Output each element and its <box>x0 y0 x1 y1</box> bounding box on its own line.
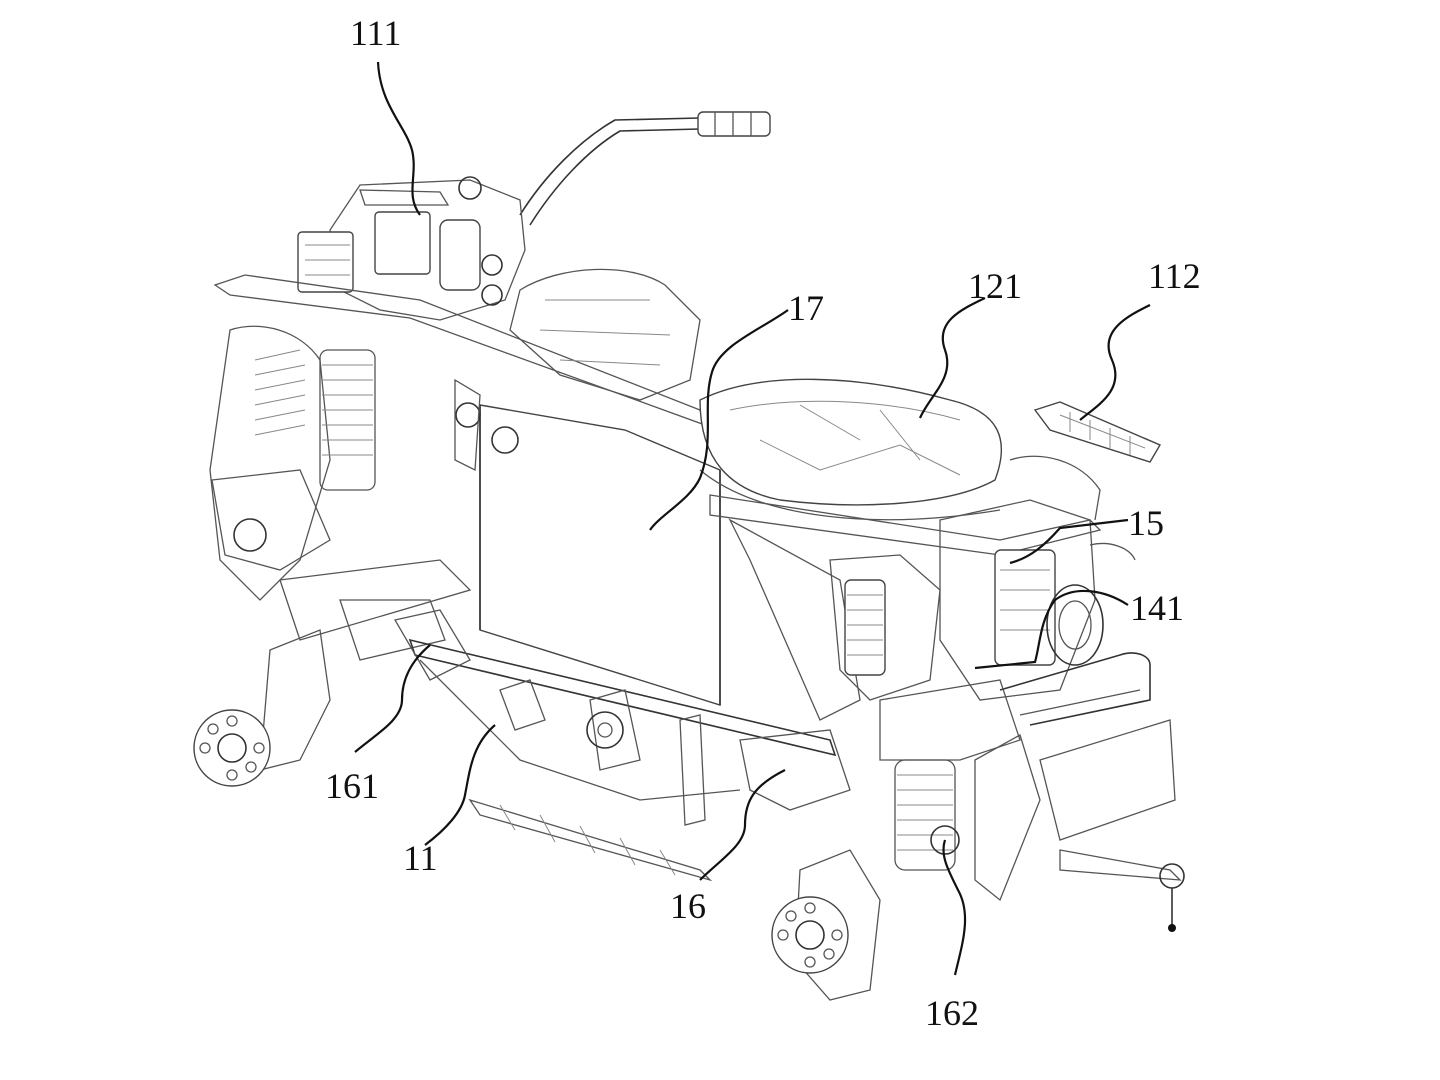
label-112: 112 <box>1148 256 1201 296</box>
rear-right-suspension <box>829 554 1185 932</box>
label-162: 162 <box>925 993 979 1033</box>
leader-141 <box>974 589 1129 670</box>
leader-121 <box>918 297 986 419</box>
leader-17 <box>649 309 789 531</box>
leader-111 <box>376 61 421 216</box>
leader-161 <box>354 644 431 753</box>
center-panel <box>454 378 721 706</box>
reference-labels: 111 112 121 17 15 141 161 11 16 162 <box>325 13 1201 1033</box>
chassis-frame <box>393 609 851 882</box>
label-17: 17 <box>788 288 824 328</box>
label-161: 161 <box>325 766 379 806</box>
seat <box>699 378 1003 521</box>
front-left-suspension <box>193 325 472 787</box>
label-121: 121 <box>968 266 1022 306</box>
leader-16 <box>699 769 786 881</box>
label-15: 15 <box>1128 503 1164 543</box>
front-steering-assembly <box>297 176 526 321</box>
rear-wheel-hub <box>771 849 881 1001</box>
label-11: 11 <box>403 838 438 878</box>
leader-112 <box>1079 304 1151 421</box>
leader-162 <box>942 839 967 976</box>
leader-lines <box>354 61 1151 976</box>
label-141: 141 <box>1130 588 1184 628</box>
front-left-wheel-hub <box>193 709 271 787</box>
leader-11 <box>424 724 496 846</box>
label-111: 111 <box>350 13 401 53</box>
rear-rack <box>1009 401 1162 521</box>
vehicle-frame-illustration <box>193 111 1185 1001</box>
label-16: 16 <box>670 886 706 926</box>
leader-15 <box>1009 518 1129 565</box>
handlebar <box>519 111 771 226</box>
rear-drive-unit <box>939 499 1136 701</box>
